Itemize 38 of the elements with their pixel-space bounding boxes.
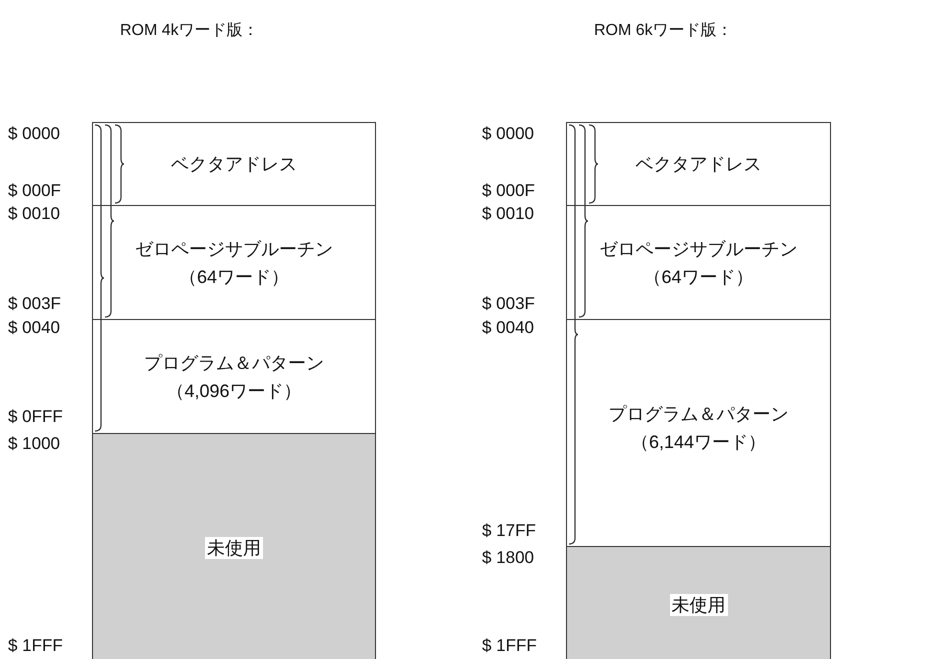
address-label: $ 17FF <box>482 521 536 541</box>
memory-region <box>566 122 831 206</box>
region-label: プログラム＆パターン <box>608 403 788 426</box>
address-label: $ 003F <box>482 294 535 314</box>
address-label: $ 0040 <box>8 318 60 338</box>
unused-region <box>566 546 831 659</box>
address-label: $ 0000 <box>482 124 534 144</box>
address-label: $ 0010 <box>482 204 534 224</box>
region-label: 未使用 <box>670 594 728 616</box>
region-label: ゼロページサブルーチン <box>135 238 333 260</box>
memory-region <box>92 319 376 434</box>
region-label: ベクタアドレス <box>171 153 297 176</box>
heading: ROM 4kワード版： <box>120 21 259 41</box>
region-label: （4,096ワード） <box>166 380 302 402</box>
address-label: $ 000F <box>482 181 535 201</box>
address-label: $ 1FFF <box>8 636 63 656</box>
address-label: $ 0FFF <box>8 407 63 427</box>
memory-region <box>566 319 831 547</box>
address-label: $ 1800 <box>482 548 534 568</box>
region-label: プログラム＆パターン <box>144 352 324 374</box>
heading: ROM 6kワード版： <box>594 21 733 41</box>
region-label: 未使用 <box>205 537 263 559</box>
address-label: $ 0010 <box>8 204 60 224</box>
region-label: （6,144ワード） <box>630 431 766 454</box>
address-label: $ 003F <box>8 294 61 314</box>
address-label: $ 1000 <box>8 434 60 454</box>
memory-region <box>92 205 376 320</box>
address-label: $ 000F <box>8 181 61 201</box>
memory-region <box>566 205 831 320</box>
memory-region <box>92 122 376 206</box>
address-label: $ 1FFF <box>482 636 537 656</box>
address-label: $ 0040 <box>482 318 534 338</box>
region-label: ゼロページサブルーチン <box>600 238 798 260</box>
address-label: $ 0000 <box>8 124 60 144</box>
region-label: ベクタアドレス <box>636 153 762 176</box>
unused-region <box>92 433 376 659</box>
region-label: （64ワード） <box>178 266 290 288</box>
region-label: （64ワード） <box>643 266 754 288</box>
